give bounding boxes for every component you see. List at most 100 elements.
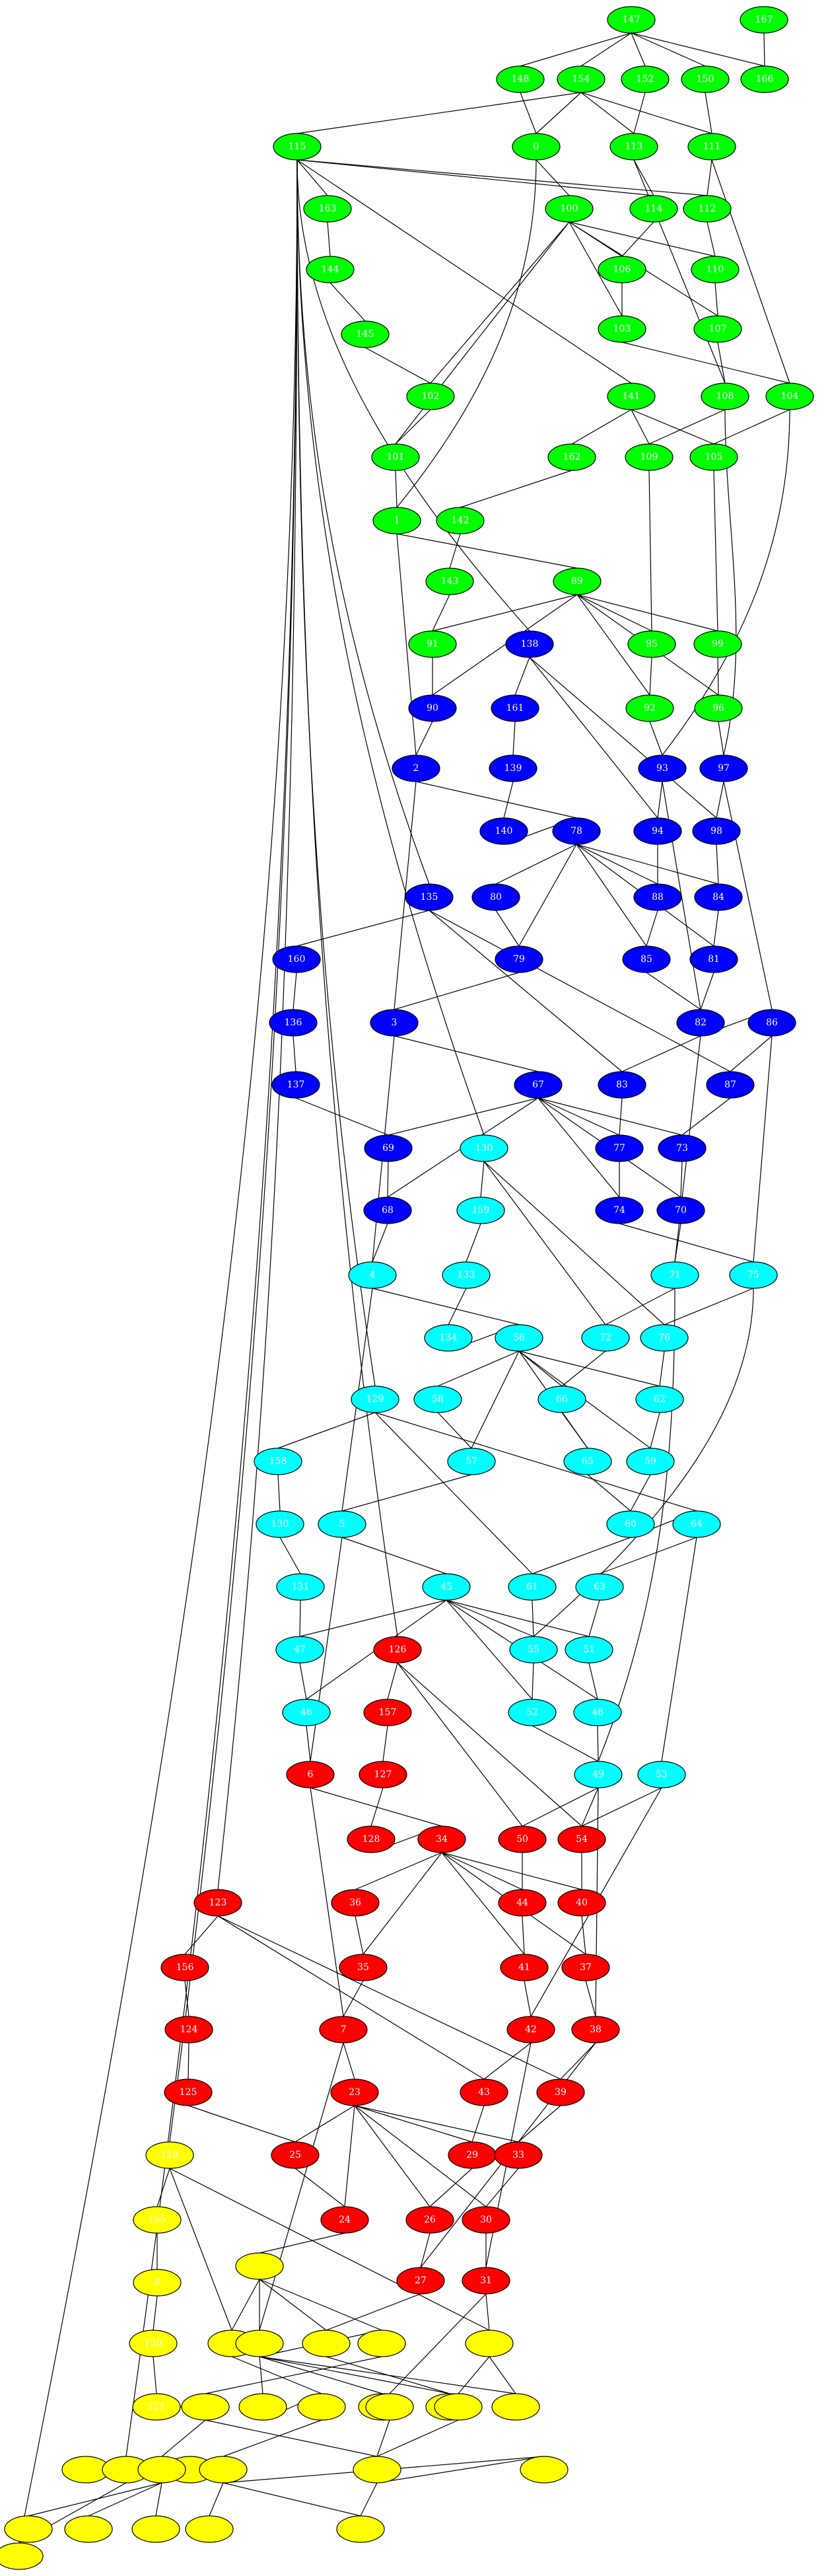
node-label-37: 37	[580, 1962, 592, 1973]
edge-154-0	[536, 92, 582, 134]
node-label-41: 41	[518, 1962, 530, 1973]
node-59: 59	[626, 1448, 675, 1475]
edge-70-71	[674, 1223, 681, 1263]
node-shape-25	[271, 2141, 320, 2169]
node-shape-166	[740, 65, 789, 93]
edge-34-40	[441, 1852, 582, 1890]
node-24: 24	[320, 2206, 369, 2234]
node-label-36: 36	[349, 1897, 361, 1908]
edge-115-118	[169, 159, 298, 2143]
edge-46-6	[306, 1725, 311, 1762]
edge-88-85	[646, 910, 658, 947]
node-42: 42	[506, 2016, 555, 2043]
node-shape-1	[372, 507, 421, 534]
node-114: 114	[629, 195, 678, 223]
node-53: 53	[637, 1761, 686, 1788]
node-115: 115	[273, 133, 322, 161]
node-121: 121	[132, 2393, 181, 2421]
node-91: 91	[408, 630, 457, 658]
node-shape-65	[563, 1448, 612, 1475]
node-shape-y12	[297, 2393, 346, 2421]
node-50: 50	[498, 1825, 547, 1853]
node-label-86: 86	[766, 1017, 778, 1028]
edge-135-160	[296, 910, 430, 947]
node-40: 40	[557, 1889, 606, 1917]
node-y23	[64, 2515, 113, 2543]
node-108: 108	[701, 383, 749, 410]
node-143: 143	[425, 568, 474, 595]
node-label-99: 99	[712, 639, 724, 649]
node-shape-y26	[336, 2515, 385, 2543]
edge-23-29	[354, 2105, 473, 2143]
node-shape-y1	[235, 2252, 284, 2280]
node-shape-110	[691, 256, 740, 283]
edge-150-111	[705, 92, 712, 134]
node-label-34: 34	[436, 1834, 448, 1845]
edge-y1-y6	[259, 2279, 382, 2331]
edge-45-51	[446, 1600, 590, 1637]
edge-56-62	[518, 1350, 660, 1387]
edge-141-162	[571, 409, 632, 445]
node-shape-3	[370, 1009, 419, 1037]
node-label-81: 81	[708, 954, 720, 965]
node-label-69: 69	[382, 1143, 394, 1154]
node-shape-4	[348, 1261, 397, 1289]
edge-53-54	[581, 1787, 662, 1827]
node-shape-160	[272, 945, 321, 973]
node-shape-34	[417, 1825, 466, 1853]
node-61: 61	[508, 1573, 557, 1601]
edge-96-97	[718, 721, 724, 756]
node-shape-138	[505, 630, 554, 658]
node-shape-120	[129, 2330, 178, 2357]
edge-39-33	[518, 2105, 561, 2143]
node-shape-75	[729, 1261, 778, 1289]
edge-4-56	[372, 1288, 520, 1325]
node-label-94: 94	[652, 826, 664, 836]
node-label-107: 107	[709, 324, 727, 334]
node-7: 7	[319, 2016, 368, 2043]
node-8: 8	[133, 2269, 182, 2297]
node-label-65: 65	[582, 1456, 594, 1467]
edge-45-52	[446, 1600, 533, 1700]
edge-67-74	[537, 1097, 620, 1198]
node-label-108: 108	[716, 391, 734, 402]
edge-89-90	[432, 594, 578, 696]
edge-129-61	[374, 1412, 533, 1574]
node-label-98: 98	[710, 826, 722, 836]
node-label-33: 33	[512, 2150, 524, 2160]
node-126: 126	[373, 1636, 422, 1664]
node-shape-55	[509, 1636, 558, 1664]
edge-112-110	[707, 221, 716, 257]
edge-83-77	[619, 1097, 623, 1136]
edge-79-3	[394, 972, 520, 1010]
node-shape-71	[650, 1261, 699, 1289]
node-105: 105	[689, 443, 738, 471]
node-84: 84	[694, 883, 743, 911]
node-44: 44	[498, 1889, 547, 1917]
node-154: 154	[557, 65, 605, 93]
node-label-152: 152	[637, 74, 654, 85]
edge-147-154	[580, 32, 632, 67]
node-29: 29	[448, 2141, 497, 2169]
node-shape-102	[406, 383, 455, 410]
node-label-161: 161	[506, 703, 524, 714]
edge-123-39	[217, 1915, 561, 2080]
node-shape-6	[286, 1761, 335, 1788]
node-138: 138	[505, 630, 554, 658]
edge-154-111	[580, 92, 712, 134]
node-label-87: 87	[724, 1080, 736, 1090]
node-label-24: 24	[339, 2215, 351, 2225]
node-label-5: 5	[339, 1519, 345, 1529]
edge-23-30	[354, 2105, 487, 2207]
node-label-60: 60	[625, 1519, 637, 1529]
edge-109-95	[648, 470, 652, 632]
edge-y5-y8	[259, 2356, 383, 2394]
node-shape-113	[609, 133, 658, 161]
edge-138-161	[514, 657, 530, 696]
node-label-166: 166	[756, 74, 774, 85]
node-label-137: 137	[287, 1080, 305, 1090]
node-shape-87	[706, 1071, 755, 1099]
edge-104-105	[713, 409, 790, 445]
edge-61-55	[532, 1600, 534, 1637]
node-64: 64	[672, 1510, 721, 1538]
